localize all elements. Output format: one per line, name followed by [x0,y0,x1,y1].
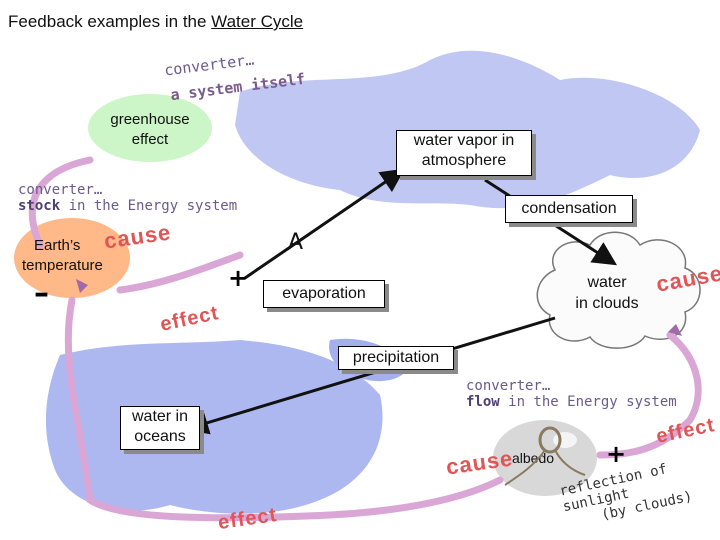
cycle-arrow-greenhouse-up [28,156,94,249]
water-clouds-label: water in clouds [575,274,639,312]
converter-stock-note: converter… stock in the Energy system [18,182,238,214]
albedo-chain-icon [504,426,586,486]
plus-sign-albedo: + [606,440,627,468]
albedo-label: albedo [512,450,555,466]
evaporation-arrow [244,168,405,280]
greenhouse-ellipse [88,94,212,162]
cycle-arrow-albedo [596,331,702,459]
earth-temperature-label: Earth’s temperature [22,237,103,274]
greenhouse-label: greenhouse effect [110,111,190,148]
water-vapor-box: water vapor in atmosphere [396,130,532,176]
title-water-cycle-link[interactable]: Water Cycle [211,12,304,31]
evaporation-box: evaporation [263,280,385,308]
minus-sign: – [34,276,49,311]
cycle-arrow-greenhouse [116,251,244,294]
condensation-box: condensation [505,195,633,223]
precipitation-arrow [184,316,556,435]
cloud-shape [536,231,701,349]
atmosphere-blob [235,50,700,209]
earth-temp-orb [14,218,130,298]
ocean-blob [45,340,383,514]
title-prefix: Feedback examples in the [8,12,212,31]
converter-flow-note: converter… flow in the Energy system [466,378,677,410]
cycle-arrow-left [64,296,504,522]
letter-a-label: A [288,230,304,255]
water-oceans-box: water in oceans [120,406,200,450]
precipitation-box: precipitation [338,346,454,370]
page-title: Feedback examples in the Water Cycle [8,12,303,32]
plus-sign-greenhouse: + [228,264,249,292]
